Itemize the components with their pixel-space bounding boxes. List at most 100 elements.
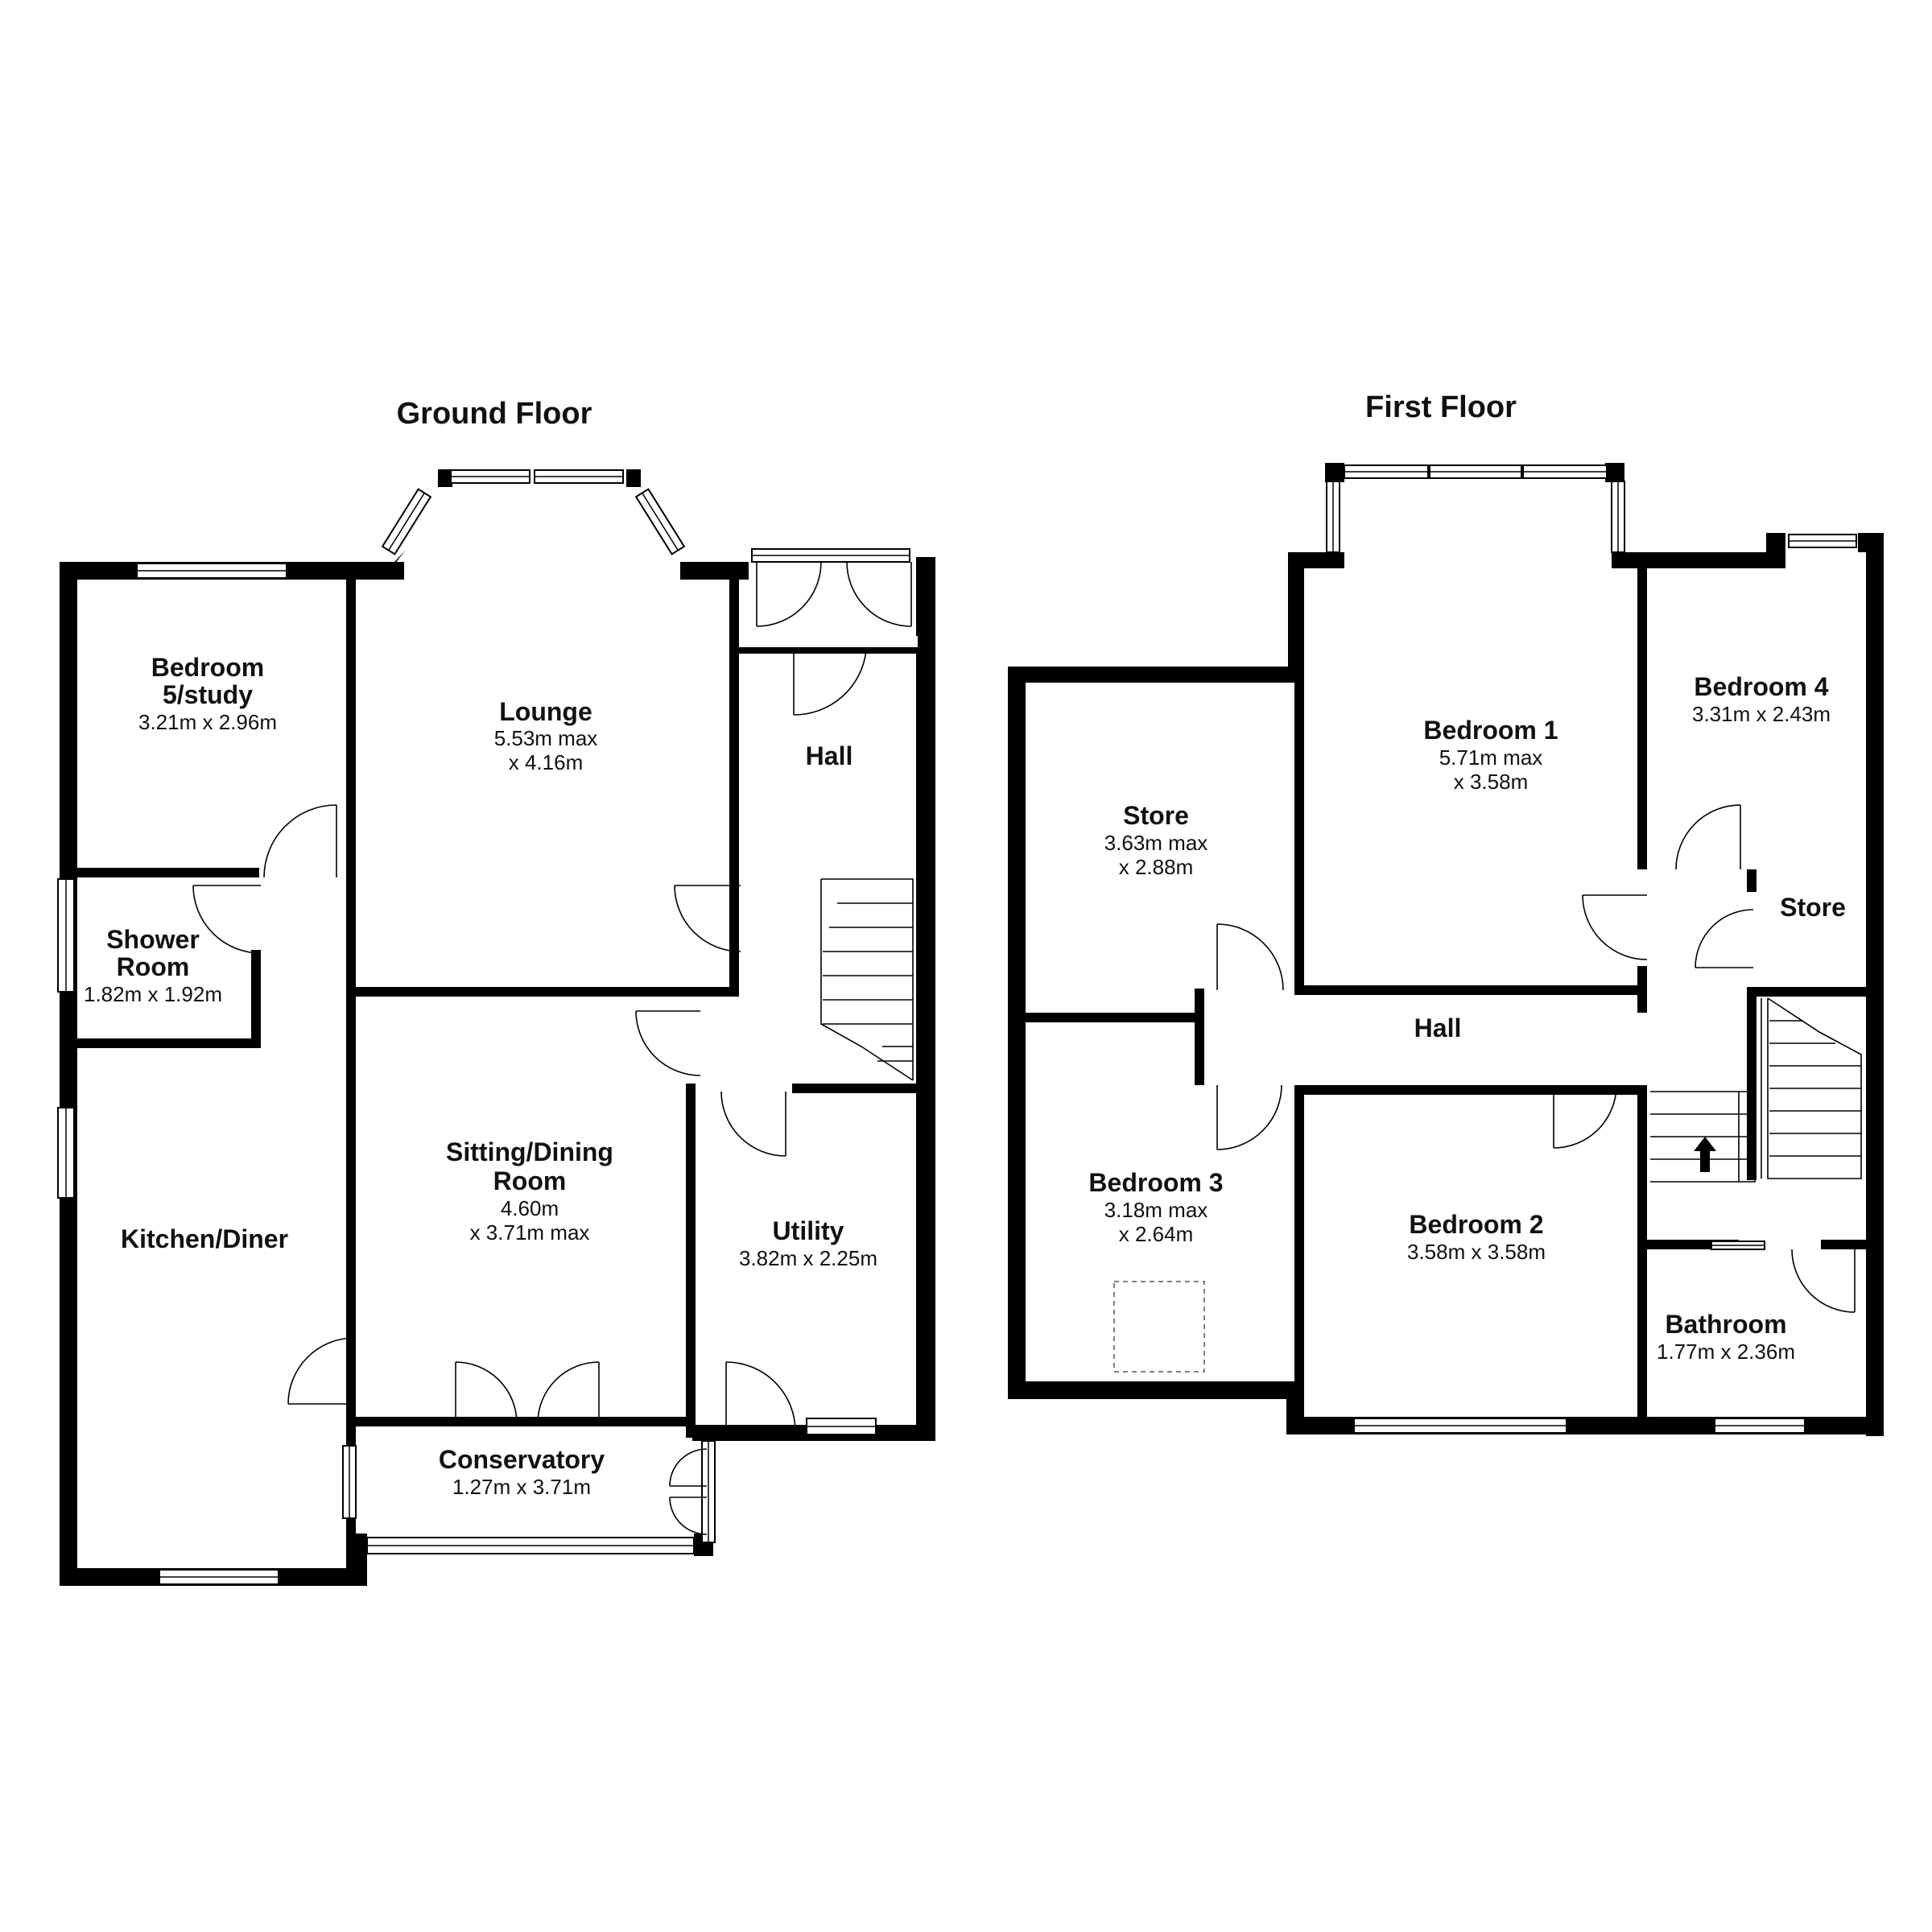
stairs-up-arrow-icon	[1694, 1137, 1716, 1172]
room-label-bedroom5: Bedroom 5/study 3.21m x 2.96m	[138, 653, 277, 734]
room-label-store-right: Store	[1780, 893, 1846, 922]
svg-text:4.60m: 4.60m	[501, 1196, 559, 1220]
first-floor-walls	[1008, 463, 1884, 1436]
svg-text:Bedroom: Bedroom	[151, 653, 264, 682]
svg-text:3.63m max: 3.63m max	[1104, 831, 1208, 855]
room-label-sitting: Sitting/Dining Room 4.60m x 3.71m max	[446, 1137, 613, 1245]
svg-text:Store: Store	[1123, 801, 1189, 830]
svg-text:5/study: 5/study	[163, 680, 253, 709]
svg-text:Conservatory: Conservatory	[439, 1445, 605, 1474]
window-kitchen-bottom	[159, 1569, 279, 1585]
room-label-first-hall: Hall	[1414, 1013, 1462, 1042]
window-conservatory-door-frame	[701, 1440, 716, 1543]
svg-text:5.71m max: 5.71m max	[1439, 745, 1543, 770]
window-bedroom1-c	[1522, 464, 1608, 479]
first-floor-doors	[1216, 804, 1856, 1313]
svg-text:1.82m x 1.92m: 1.82m x 1.92m	[84, 982, 222, 1006]
svg-text:5.53m max: 5.53m max	[494, 726, 598, 750]
door-store-right	[1695, 909, 1754, 968]
svg-text:Hall: Hall	[1414, 1013, 1462, 1042]
ground-floor-stairs	[820, 878, 914, 1081]
window-bedroom1-left	[1326, 481, 1340, 553]
door-conservatory-double	[455, 1361, 600, 1424]
door-sitting	[635, 1010, 701, 1076]
window-bay-left	[381, 488, 432, 555]
room-label-conservatory: Conservatory 1.27m x 3.71m	[439, 1445, 605, 1499]
first-floor-title: First Floor	[1365, 390, 1517, 424]
window-kitchen-side	[57, 1107, 75, 1199]
door-lounge	[674, 885, 741, 952]
svg-text:x 3.58m: x 3.58m	[1454, 770, 1529, 794]
svg-text:Room: Room	[493, 1166, 567, 1195]
svg-text:Bathroom: Bathroom	[1665, 1310, 1786, 1339]
window-bedroom4	[1788, 534, 1857, 548]
room-label-ground-hall: Hall	[806, 741, 853, 770]
svg-text:Utility: Utility	[773, 1216, 844, 1245]
svg-text:Kitchen/Diner: Kitchen/Diner	[121, 1224, 288, 1253]
window-bathroom	[1714, 1418, 1806, 1434]
room-label-utility: Utility 3.82m x 2.25m	[739, 1216, 877, 1270]
door-bedroom2	[1553, 1084, 1617, 1149]
room-label-bedroom4: Bedroom 4 3.31m x 2.43m	[1692, 672, 1831, 726]
door-conservatory-side	[669, 1448, 708, 1535]
door-utility	[720, 1091, 786, 1157]
window-bay-center-left	[450, 469, 530, 484]
door-kitchen	[287, 1337, 355, 1405]
svg-text:Sitting/Dining: Sitting/Dining	[446, 1137, 613, 1166]
door-bedroom5	[263, 804, 337, 878]
svg-text:x 3.71m max: x 3.71m max	[470, 1220, 590, 1245]
svg-text:3.82m x 2.25m: 3.82m x 2.25m	[739, 1246, 877, 1270]
door-bedroom1	[1582, 894, 1648, 960]
ground-floor-title: Ground Floor	[397, 397, 592, 431]
window-bedroom1-right	[1611, 481, 1625, 553]
window-bay-center-right	[534, 469, 624, 484]
room-label-bedroom3: Bedroom 3 3.18m max x 2.64m	[1088, 1168, 1223, 1246]
room-label-bedroom1: Bedroom 1 5.71m max x 3.58m	[1423, 716, 1558, 794]
svg-text:x 2.64m: x 2.64m	[1119, 1222, 1194, 1246]
window-porch	[751, 548, 910, 563]
window-bedroom2	[1353, 1418, 1567, 1434]
svg-text:3.21m x 2.96m: 3.21m x 2.96m	[138, 710, 277, 734]
svg-text:3.18m max: 3.18m max	[1104, 1198, 1208, 1222]
svg-text:Hall: Hall	[806, 741, 853, 770]
window-shower-side	[57, 878, 75, 993]
svg-text:3.58m x 3.58m: 3.58m x 3.58m	[1407, 1240, 1546, 1264]
svg-text:x 2.88m: x 2.88m	[1119, 855, 1194, 879]
first-floor-plan: First Floor	[1008, 390, 1884, 1436]
door-utility-back	[725, 1361, 796, 1432]
window-bedroom1-b	[1429, 464, 1522, 479]
ground-floor-doors	[192, 561, 918, 1535]
room-label-store-left: Store 3.63m max x 2.88m	[1104, 801, 1208, 879]
svg-text:Bedroom 4: Bedroom 4	[1694, 672, 1828, 701]
svg-text:Shower: Shower	[106, 925, 200, 954]
window-bathroom-internal	[1711, 1241, 1765, 1250]
svg-text:Bedroom 1: Bedroom 1	[1423, 716, 1558, 745]
loft-hatch	[1113, 1281, 1205, 1373]
window-conservatory-front	[366, 1537, 695, 1554]
first-floor-windows	[1326, 464, 1857, 1434]
room-label-bedroom2: Bedroom 2 3.58m x 3.58m	[1407, 1210, 1546, 1264]
window-bedroom5	[136, 563, 287, 579]
ground-floor-plan: Ground Floor	[57, 397, 935, 1586]
room-label-bathroom: Bathroom 1.77m x 2.36m	[1657, 1310, 1795, 1364]
door-bathroom	[1791, 1249, 1856, 1313]
svg-text:Bedroom 2: Bedroom 2	[1409, 1210, 1543, 1239]
svg-text:1.77m x 2.36m: 1.77m x 2.36m	[1657, 1340, 1795, 1364]
door-bedroom4	[1675, 804, 1741, 870]
door-store-left	[1216, 923, 1284, 991]
svg-text:x 4.16m: x 4.16m	[509, 750, 584, 774]
svg-text:Lounge: Lounge	[499, 697, 592, 726]
front-door-double	[739, 561, 918, 716]
window-utility	[806, 1418, 877, 1435]
window-bay-right	[634, 488, 686, 555]
svg-text:3.31m x 2.43m: 3.31m x 2.43m	[1692, 702, 1831, 726]
svg-text:Bedroom 3: Bedroom 3	[1088, 1168, 1223, 1197]
room-label-kitchen: Kitchen/Diner	[121, 1224, 288, 1253]
svg-text:1.27m x 3.71m: 1.27m x 3.71m	[452, 1475, 591, 1499]
window-bedroom1-a	[1344, 464, 1429, 479]
room-label-lounge: Lounge 5.53m max x 4.16m	[494, 697, 598, 774]
door-bedroom3	[1216, 1084, 1282, 1150]
svg-text:Room: Room	[117, 952, 190, 981]
first-floor-stairs	[1650, 997, 1862, 1183]
